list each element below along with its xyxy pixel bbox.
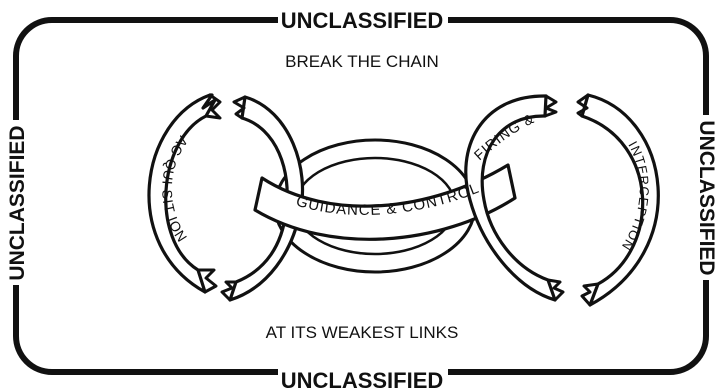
center-guidance-band — [253, 163, 517, 241]
classification-border — [13, 17, 709, 375]
left-banner-mask — [0, 120, 32, 285]
left-link-second-half-bottom-tear — [220, 280, 238, 302]
left-broken-link-upper-tear — [204, 93, 222, 120]
left-broken-link — [147, 93, 217, 294]
bottom-banner-mask — [278, 360, 448, 392]
classification-left: UNCLASSIFIED — [6, 125, 29, 280]
right-outer-link-bottom-tear — [580, 282, 600, 307]
right-broken-link-bottom-tear — [546, 278, 565, 302]
classification-right: UNCLASSIFIED — [695, 120, 718, 275]
right-banner-mask — [691, 115, 723, 280]
classification-bottom: UNCLASSIFIED — [281, 368, 444, 392]
top-banner-mask — [278, 4, 448, 36]
right-outer-link-top-tear — [576, 93, 590, 118]
left-broken-link-lower-tear — [196, 268, 218, 294]
left-link-second-half-top-tear — [232, 95, 247, 120]
diagram-subtitle: AT ITS WEAKEST LINKS — [266, 323, 459, 342]
classification-top: UNCLASSIFIED — [281, 8, 444, 33]
diagram-title: BREAK THE CHAIN — [285, 52, 439, 71]
right-broken-link-top-tear — [543, 94, 558, 118]
